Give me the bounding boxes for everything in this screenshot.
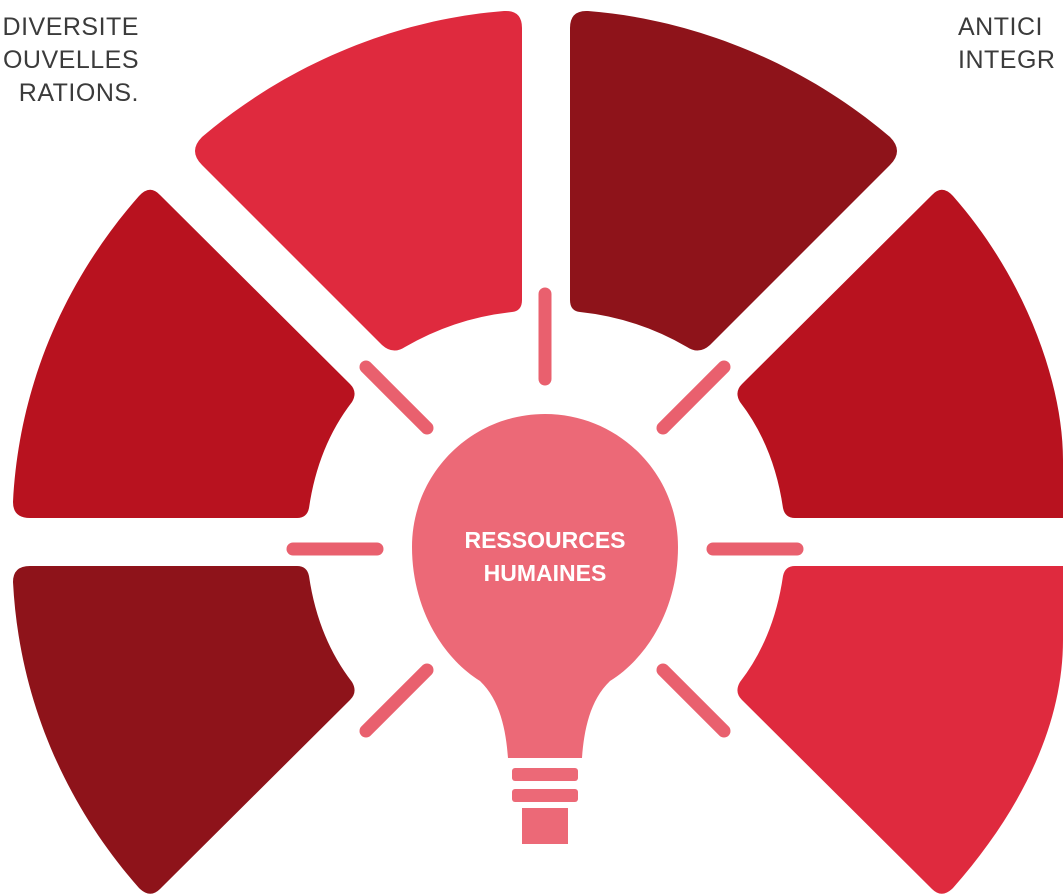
segment-middle-right: [737, 189, 1063, 518]
left-text-line: OUVELLES: [2, 46, 139, 74]
segment-middle-left: [13, 189, 355, 518]
segment-lower-right: [737, 566, 1063, 894]
bulb-title-line: RESSOURCES: [464, 527, 626, 553]
left-partial-text: DIVERSITE OUVELLES RATIONS.: [3, 15, 139, 114]
left-text-line: RATIONS.: [18, 79, 139, 107]
segment-upper-left: [195, 10, 522, 351]
bulb-band-top: [512, 768, 578, 781]
right-text-line: ANTICI: [958, 13, 1043, 41]
right-text-line: INTEGR: [958, 46, 1056, 74]
right-partial-text: ANTICI INTEGR: [958, 15, 1055, 81]
segment-upper-right: [570, 10, 897, 351]
segment-lower-left: [13, 566, 355, 894]
bulb-base: [522, 808, 568, 844]
left-text-line: DIVERSITE: [2, 13, 139, 41]
ray-upper-left: [359, 360, 434, 435]
lightbulb-icon: [412, 414, 678, 758]
bulb-title-line: HUMAINES: [483, 560, 607, 586]
ray-lower-left: [359, 663, 434, 738]
bulb-band-bottom: [512, 789, 578, 802]
ray-upper-right: [656, 360, 731, 435]
ray-lower-right: [656, 663, 731, 738]
bulb-title: RESSOURCES HUMAINES: [419, 524, 671, 590]
